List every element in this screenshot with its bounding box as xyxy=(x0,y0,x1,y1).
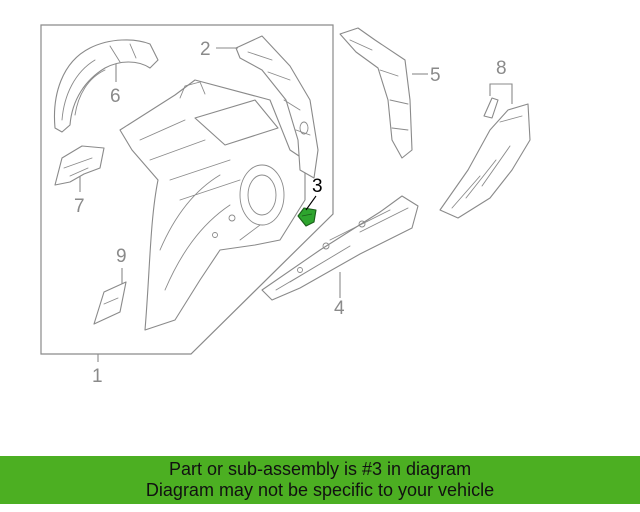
callout-3: 3 xyxy=(312,176,323,197)
leader-8 xyxy=(489,83,513,104)
part-8-rail[interactable] xyxy=(439,97,531,219)
part-6-wheelhouse-liner[interactable] xyxy=(53,39,159,133)
banner-line-part: Part or sub-assembly is #3 in diagram xyxy=(168,459,472,479)
callout-6: 6 xyxy=(110,86,121,107)
callout-9: 9 xyxy=(116,246,127,267)
part-9-plate[interactable] xyxy=(93,281,127,325)
callout-4: 4 xyxy=(334,298,345,319)
callout-2: 2 xyxy=(200,39,211,60)
quarter-inner-panel[interactable] xyxy=(119,79,306,331)
leader-3 xyxy=(305,195,317,211)
callout-1: 1 xyxy=(92,366,103,387)
callout-8: 8 xyxy=(496,58,507,79)
banner-line-disclaimer: Diagram may not be specific to your vehi… xyxy=(145,480,495,500)
part-4-side-rail[interactable] xyxy=(261,195,419,301)
part-5-reinforcement[interactable] xyxy=(339,27,413,159)
info-banner: Part or sub-assembly is #3 in diagram Di… xyxy=(0,456,640,504)
assembly-1-frame xyxy=(40,24,334,355)
part-7-bracket[interactable] xyxy=(54,145,105,186)
part-2-reinforcement[interactable] xyxy=(235,35,319,179)
callout-5: 5 xyxy=(430,65,441,86)
callout-7: 7 xyxy=(74,196,85,217)
part-3-highlighted[interactable] xyxy=(297,207,317,227)
